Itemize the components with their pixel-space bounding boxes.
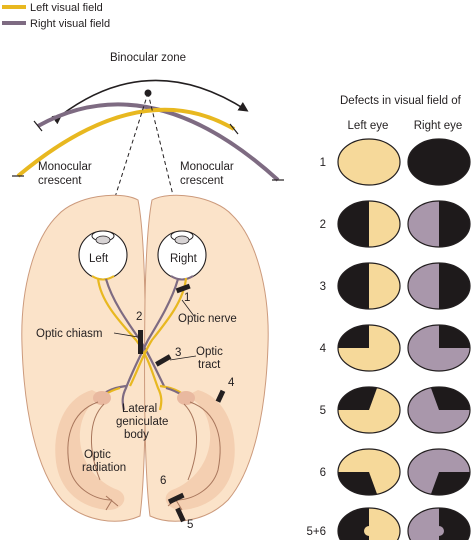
- legend-right-label: Right visual field: [30, 18, 110, 30]
- right-eye-label: Right: [170, 253, 198, 265]
- right-eye-field: [407, 200, 471, 248]
- left-eye-field: [337, 138, 401, 186]
- right-field-tick-left: [33, 120, 43, 132]
- monocular-left-label-1: Monocular: [38, 161, 92, 173]
- lesion-3-marker: [155, 354, 172, 367]
- lesion-1-marker: [175, 283, 191, 294]
- lgn-label-3: body: [124, 429, 149, 441]
- lesion-markers: [138, 283, 226, 523]
- right-eye-field: [407, 324, 471, 372]
- right-eye-field: [407, 448, 471, 496]
- lesion-6-number: 6: [160, 475, 166, 487]
- legend-left-label: Left visual field: [30, 2, 103, 14]
- left-lgn: [93, 391, 111, 405]
- left-eye: [78, 230, 128, 281]
- left-radiation-region: [55, 390, 125, 510]
- left-eye-label: Left: [89, 253, 109, 265]
- lesion-1-number: 1: [184, 292, 190, 304]
- defect-rows: 1 2 3 4 5 6 5+6: [306, 138, 471, 545]
- lesion-2-marker: [138, 330, 143, 354]
- left-eye-field: [337, 262, 401, 310]
- left-field-tick-right: [229, 123, 239, 135]
- defect-row-label: 3: [320, 281, 326, 293]
- defects-panel: Defects in visual field of Left eye Righ…: [306, 95, 471, 545]
- defect-row-label: 1: [320, 157, 326, 169]
- left-eye-field: [337, 324, 401, 372]
- right-lgn: [177, 391, 195, 405]
- right-eye-column-header: Right eye: [414, 120, 463, 132]
- defect-row: 6: [320, 448, 471, 496]
- lesion-2-number: 2: [136, 311, 142, 323]
- lesion-4-number: 4: [228, 377, 235, 389]
- brain: Left Right: [21, 194, 269, 531]
- defect-row-label: 4: [320, 343, 327, 355]
- defect-row-label: 6: [320, 467, 326, 479]
- radiation-label-1: Optic: [84, 449, 111, 461]
- right-eye: [157, 230, 207, 281]
- defect-row: 1: [320, 138, 471, 186]
- defect-row-label: 2: [320, 219, 326, 231]
- lgn-label-2: geniculate: [116, 416, 168, 428]
- lesion-6-marker: [167, 492, 185, 505]
- optic-chiasm-label: Optic chiasm: [36, 328, 102, 340]
- visual-field-arcs: Binocular zone Monocular crescent Monocu…: [12, 52, 284, 187]
- optic-tract-label-1: Optic: [196, 346, 223, 358]
- optic-nerve-label: Optic nerve: [178, 313, 237, 325]
- right-eye-field: [407, 507, 471, 545]
- left-eye-field: [337, 448, 401, 496]
- optic-tract-label-2: tract: [198, 359, 221, 371]
- radiation-label-2: radiation: [82, 462, 126, 474]
- defect-row-label: 5+6: [306, 526, 326, 538]
- monocular-right-label-1: Monocular: [180, 161, 234, 173]
- binocular-zone-arrow: [51, 79, 249, 125]
- right-eye-field: [407, 138, 471, 186]
- optic-radiations: [67, 401, 221, 511]
- left-eye-column-header: Left eye: [348, 120, 389, 132]
- lesion-5-marker: [175, 507, 186, 523]
- left-eye-field: [337, 386, 401, 434]
- left-visual-field-arc: [16, 107, 236, 178]
- defect-row: 5: [320, 386, 471, 434]
- defect-row: 5+6: [306, 507, 471, 545]
- lesion-numbers: 1 2 3 4 5 6: [136, 292, 235, 531]
- lesion-4-marker: [215, 389, 226, 403]
- monocular-right-label-2: crescent: [180, 175, 224, 187]
- right-eye-field: [407, 262, 471, 310]
- defect-row-label: 5: [320, 405, 326, 417]
- left-eye-field: [337, 507, 401, 545]
- lesion-3-number: 3: [175, 347, 181, 359]
- left-eye-field: [337, 200, 401, 248]
- defect-row: 4: [320, 324, 471, 372]
- monocular-left-label-2: crescent: [38, 175, 82, 187]
- defect-row: 2: [320, 200, 471, 248]
- binocular-zone-label: Binocular zone: [110, 52, 186, 64]
- anatomy-labels: Optic nerve Optic chiasm Optic tract Lat…: [36, 299, 237, 474]
- lgn-label-1: Lateral: [122, 403, 157, 415]
- legend: Left visual field Right visual field: [2, 2, 110, 30]
- defects-title: Defects in visual field of: [340, 95, 462, 107]
- right-eye-field: [407, 386, 471, 434]
- right-radiation-region: [165, 390, 235, 510]
- lesion-5-number: 5: [187, 519, 193, 531]
- defect-row: 3: [320, 262, 471, 310]
